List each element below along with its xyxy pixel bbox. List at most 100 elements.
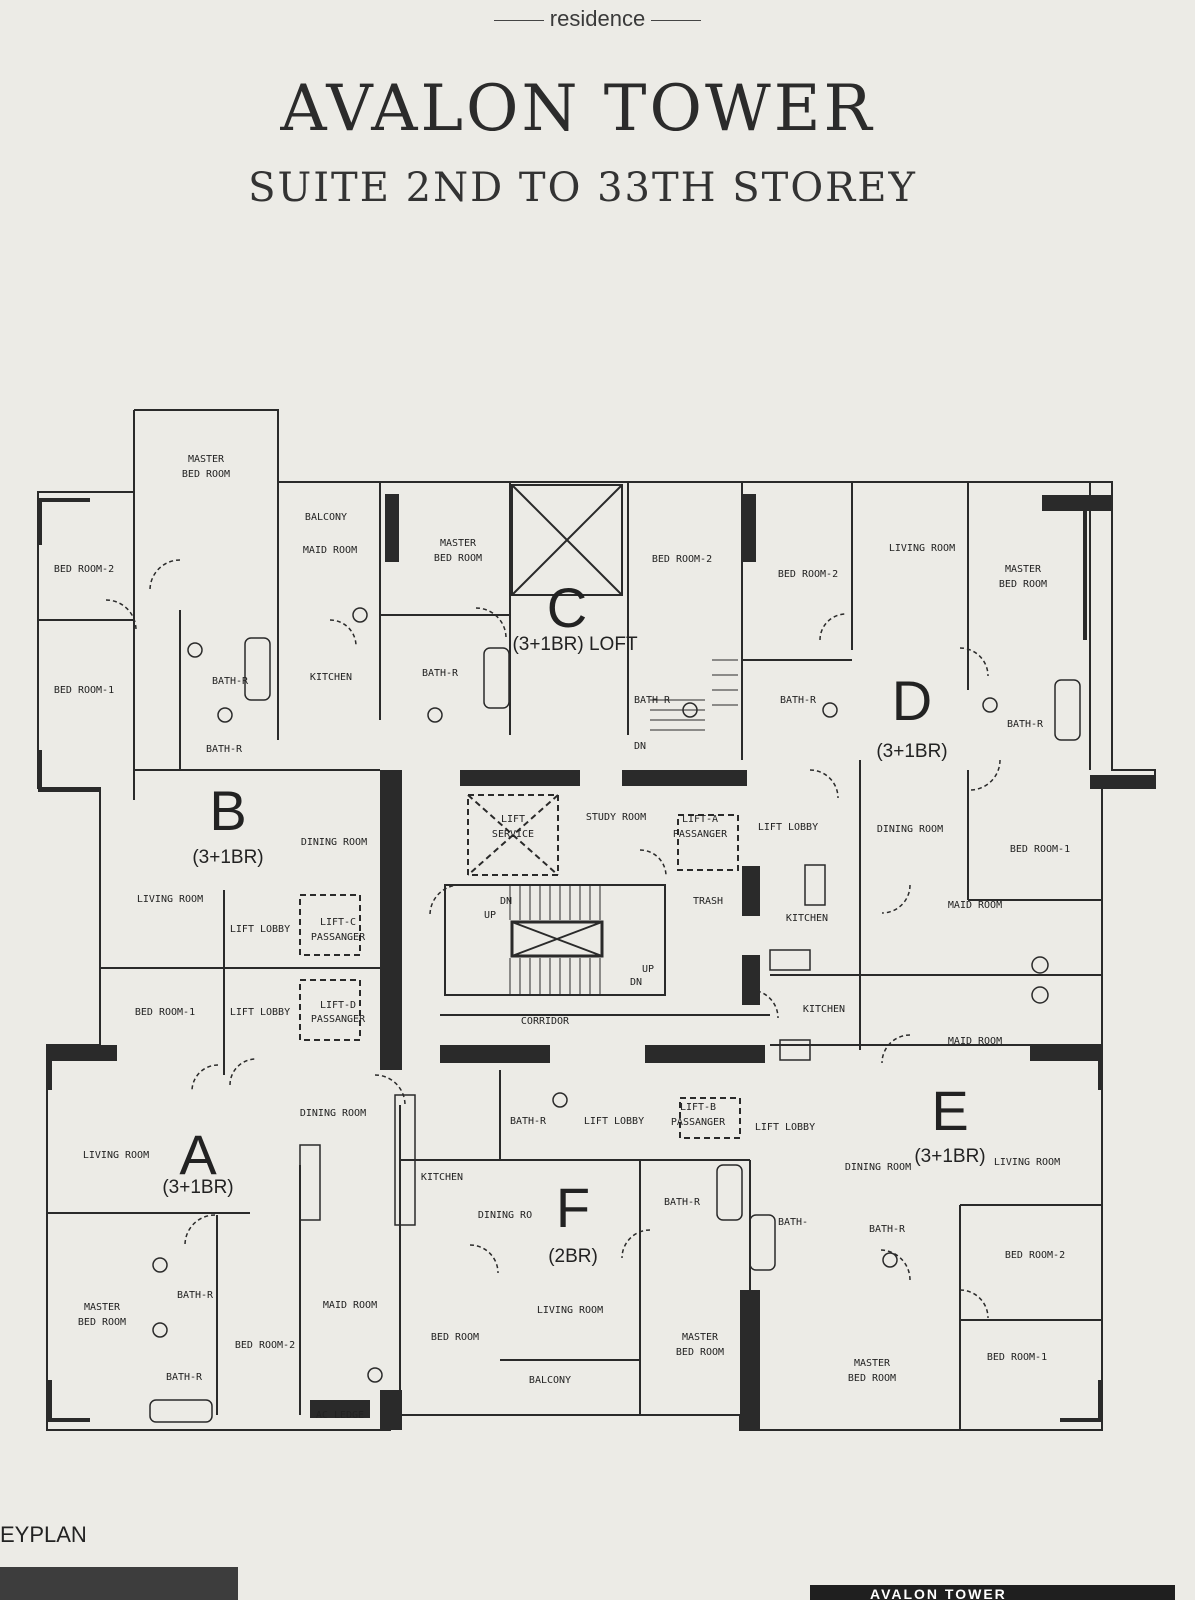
a-dining-label: DINING ROOM [300,1108,366,1119]
unit-c-letter: C [547,576,587,639]
f-dining-label: DINING RO [478,1210,532,1221]
unit-b-letter: B [209,779,246,842]
e-bedroom2-label: BED ROOM-2 [1005,1250,1065,1261]
a-ac-ledge-label: AC LEDGE [316,1410,364,1421]
lift-c-label-2: PASSANGER [311,932,366,943]
floor-plan-walls [37,409,1156,1431]
unit-c-type: (3+1BR) LOFT [512,634,638,655]
b-kitchen-label: KITCHEN [310,672,352,683]
d-kitchen-label: KITCHEN [786,913,828,924]
outer-wall [37,409,1156,1431]
f-living-label: LIVING ROOM [537,1305,603,1316]
a-master-label-2: BED ROOM [78,1317,126,1328]
f-balcony-label: BALCONY [529,1375,571,1386]
d-bedroom1-label: BED ROOM-1 [1010,844,1070,855]
unit-b-type: (3+1BR) [192,847,263,868]
lift-a-label-2: PASSANGER [673,829,728,840]
a-bedroom1-label: BED ROOM-1 [135,1007,195,1018]
b-bedroom1-label: BED ROOM-1 [54,685,114,696]
c-dn-label: DN [634,741,646,752]
b-living-label: LIVING ROOM [137,894,203,905]
f-lift-lobby-label: LIFT LOBBY [584,1116,644,1127]
lift-d-label-2: PASSANGER [311,1014,366,1025]
e-master-label-1: MASTER [854,1358,891,1369]
lift-a-label-1: LIFT-A [682,814,718,825]
study-label: STUDY ROOM [586,812,646,823]
d-bedroom2-label: BED ROOM-2 [778,569,838,580]
unit-a-type: (3+1BR) [162,1177,233,1198]
unit-f-letter: F [556,1176,590,1239]
dn-2-label: DN [630,977,642,988]
b-maid-label: MAID ROOM [303,545,357,556]
unit-e-letter: E [931,1079,968,1142]
residence-label: residence [549,6,646,31]
e-lift-lobby-label: LIFT LOBBY [755,1122,815,1133]
a-maid-label: MAID ROOM [323,1300,377,1311]
a-master-label-1: MASTER [84,1302,121,1313]
d-maid-label: MAID ROOM [948,900,1002,911]
lift-lobby-1-label: LIFT LOBBY [230,924,290,935]
lift-lobby-2-label: LIFT LOBBY [230,1007,290,1018]
a-bath-r1-label: BATH-R [177,1290,214,1301]
e-dining-label: DINING ROOM [845,1162,911,1173]
corridor-label: CORRIDOR [521,1016,570,1027]
keyplan-thumbnail [0,1567,238,1600]
e-maid-label: MAID ROOM [948,1036,1002,1047]
unit-e-type: (3+1BR) [914,1146,985,1167]
e-master-label-2: BED ROOM [848,1373,896,1384]
unit-d-letter: D [892,669,932,732]
d-lift-lobby-label: LIFT LOBBY [758,822,818,833]
b-dining-label: DINING ROOM [301,837,367,848]
e-living-label: LIVING ROOM [994,1157,1060,1168]
b-bath-r-label: BATH-R [212,676,249,687]
c-master-label-2: BED ROOM [434,553,482,564]
brand-residence: residence [0,6,1195,32]
d-master-label-2: BED ROOM [999,579,1047,590]
f-bath-r2-label: BATH-R [664,1197,701,1208]
lift-service-label-2: SERVICE [492,829,534,840]
a-bath-r2-label: BATH-R [166,1372,203,1383]
c-bedroom2-label: BED ROOM-2 [652,554,712,565]
b-bedroom2-label: BED ROOM-2 [54,564,114,575]
d-master-label-1: MASTER [1005,564,1042,575]
c-bath-r2-label: BATH-R [634,695,671,706]
lift-b-label-1: LIFT-B [680,1102,716,1113]
f-master-label-2: BED ROOM [676,1347,724,1358]
b-master-label-1: MASTER [188,454,225,465]
d-bath-r1-label: BATH-R [780,695,817,706]
e-bath-r-label: BATH-R [869,1224,906,1235]
e-bedroom1-label: BED ROOM-1 [987,1352,1047,1363]
lift-service-label-1: LIFT [501,814,525,825]
tower-name-tab: AVALON TOWER [810,1585,1175,1600]
c-bath-r1-label: BATH-R [422,668,459,679]
b-master-label-2: BED ROOM [182,469,230,480]
page-title: AVALON TOWER [280,72,875,146]
a-kitchen-label: KITCHEN [421,1172,463,1183]
d-dining-label: DINING ROOM [877,824,943,835]
up-2-label: UP [642,964,654,975]
e-kitchen-label: KITCHEN [803,1004,845,1015]
b-bath-r2-label: BATH-R [206,744,243,755]
lift-b-label-2: PASSANGER [671,1117,726,1128]
unit-f-type: (2BR) [548,1246,598,1267]
c-master-label-1: MASTER [440,538,477,549]
d-bath-r2-label: BATH-R [1007,719,1044,730]
lift-c-label-1: LIFT-C [320,917,356,928]
up-1-label: UP [484,910,496,921]
lift-d-label-1: LIFT-D [320,1000,356,1011]
page-subtitle: SUITE 2ND TO 33TH STOREY [248,165,917,211]
f-bath-r-label: BATH-R [510,1116,547,1127]
keyplan-label: EYPLAN [0,1522,87,1547]
trash-label: TRASH [693,896,723,907]
b-balcony-label: BALCONY [305,512,347,523]
f-master-label-1: MASTER [682,1332,719,1343]
dn-1-label: DN [500,896,512,907]
e-bath-label: BATH- [778,1217,808,1228]
unit-d-type: (3+1BR) [876,741,947,762]
unit-a-letter: A [179,1123,217,1186]
a-bedroom2-label: BED ROOM-2 [235,1340,295,1351]
f-bedroom-label: BED ROOM [431,1332,479,1343]
d-living-label: LIVING ROOM [889,543,955,554]
a-living-label: LIVING ROOM [83,1150,149,1161]
